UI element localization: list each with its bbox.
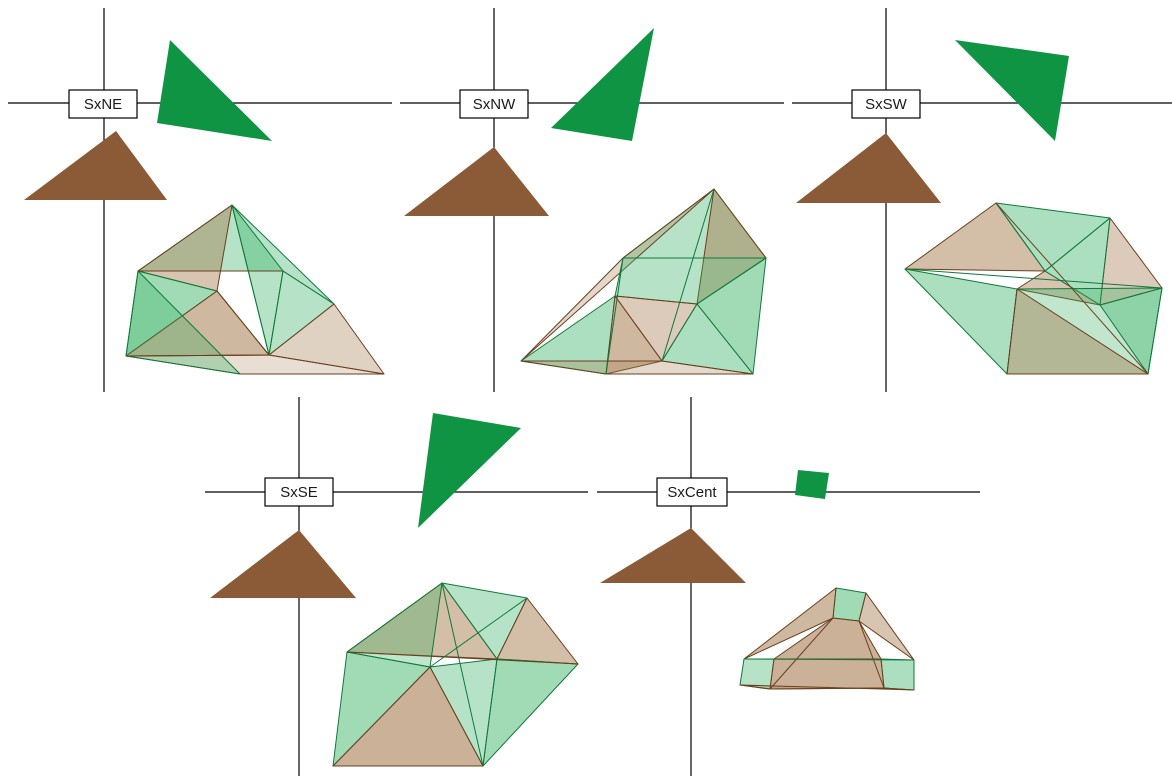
panel-sxsw: SxSW	[792, 8, 1172, 392]
green-triangle	[157, 40, 272, 141]
brown-triangle	[796, 133, 941, 203]
green-triangle	[955, 40, 1069, 141]
label-box	[68, 89, 138, 119]
panel-sxse: SxSE	[205, 397, 588, 776]
polyhedron	[739, 587, 915, 691]
panel-label: SxSE	[280, 484, 318, 501]
label-box	[459, 89, 529, 119]
panel-label: SxCent	[667, 484, 717, 501]
panel-label: SxSW	[865, 96, 908, 113]
polyhedron	[125, 204, 385, 375]
label-box	[656, 477, 728, 507]
brown-triangle	[404, 147, 549, 216]
panel-sxnw: SxNW	[400, 8, 784, 392]
brown-triangle	[600, 528, 746, 583]
green-triangle	[551, 28, 654, 141]
brown-triangle	[210, 530, 356, 598]
brown-triangle	[24, 131, 167, 200]
label-box	[264, 477, 334, 507]
polyhedron	[332, 582, 579, 767]
green-triangle	[418, 413, 521, 528]
panel-sxcent: SxCent	[597, 397, 980, 776]
polyhedron	[904, 202, 1163, 375]
green-square	[795, 470, 829, 499]
panel-sxne: SxNE	[8, 8, 392, 392]
polyhedron	[520, 188, 767, 375]
panel-label: SxNW	[473, 96, 516, 113]
label-box	[851, 89, 921, 119]
panel-label: SxNE	[84, 96, 122, 113]
